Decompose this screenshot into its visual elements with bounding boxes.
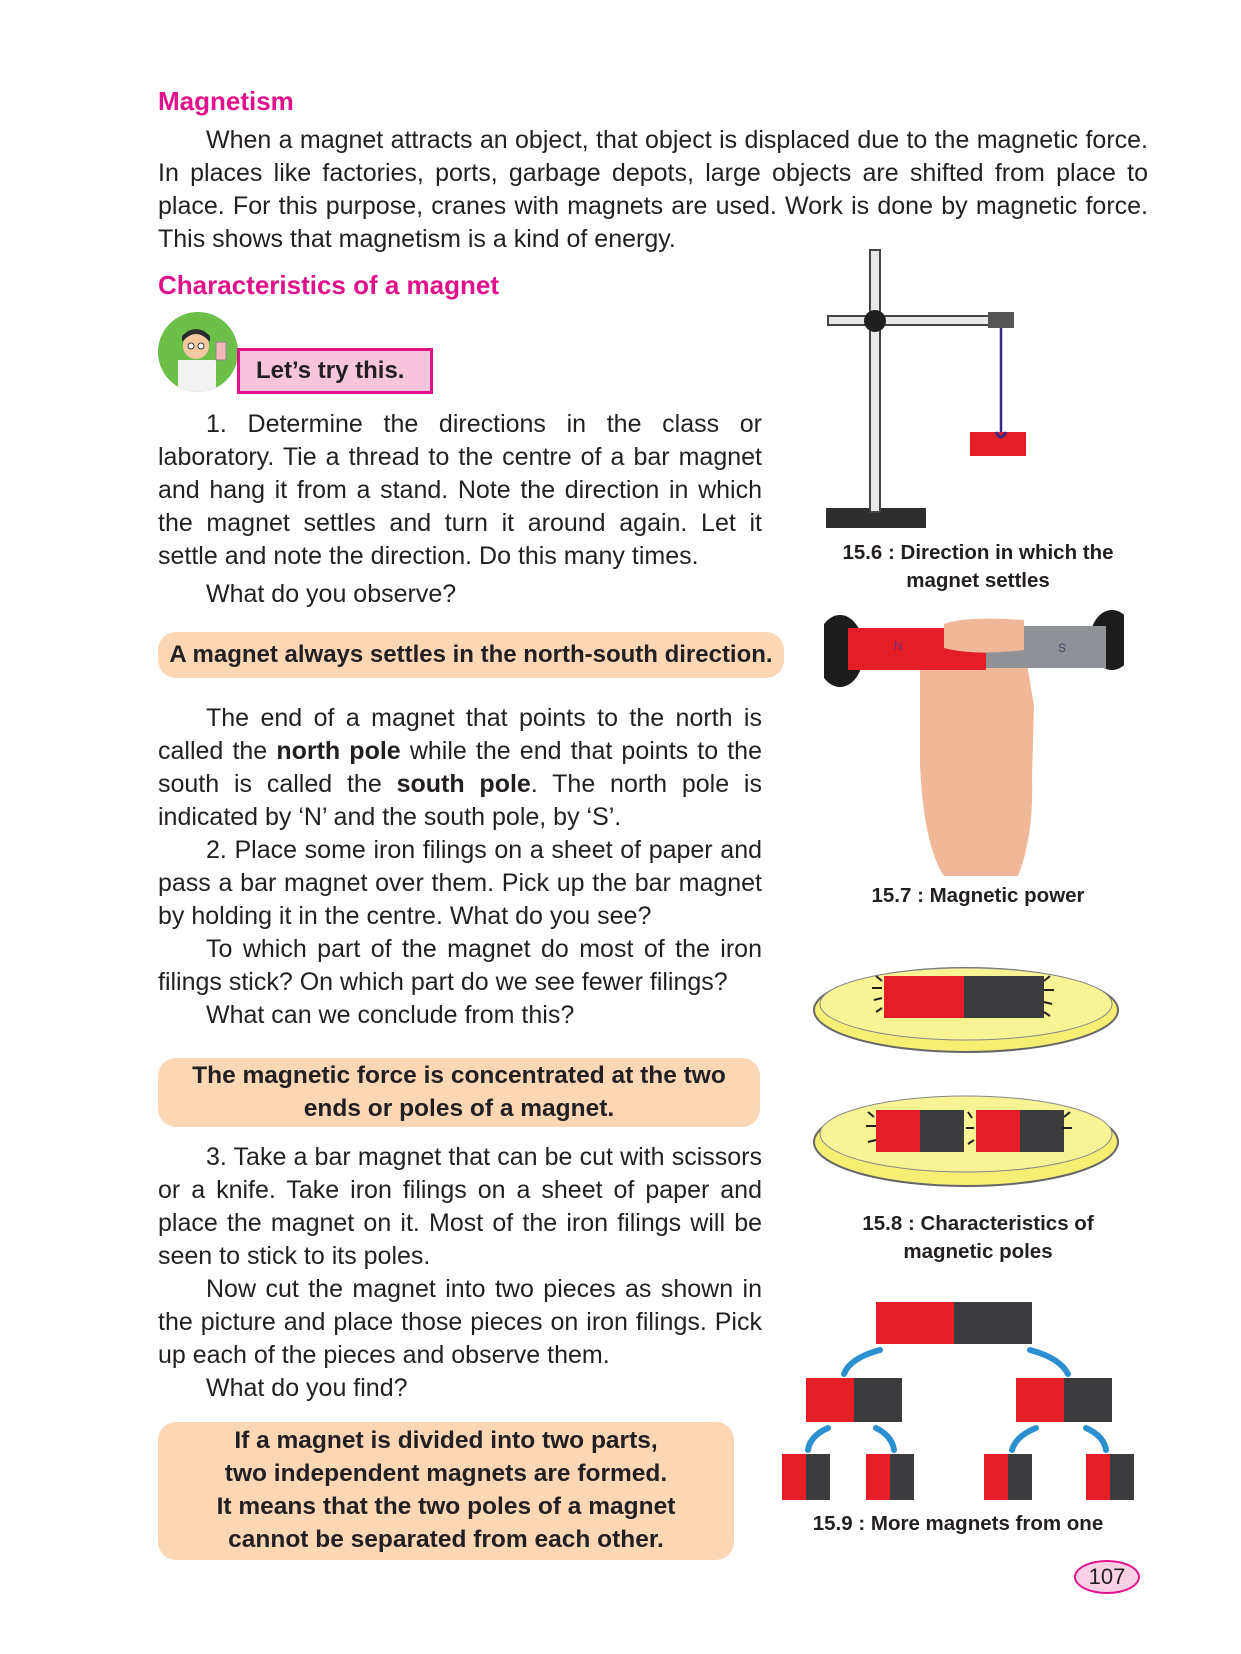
- north-pole-term: north pole: [276, 737, 401, 765]
- poles-paragraph: The end of a magnet that points to the n…: [158, 702, 762, 834]
- scientist-icon: [158, 312, 238, 392]
- magnet-n-label: N: [894, 639, 903, 653]
- fig-15-9-caption: 15.9 : More magnets from one: [812, 1512, 1104, 1535]
- magnet-division-figure: [782, 1302, 1134, 1500]
- box2-line2: ends or poles of a magnet.: [303, 1095, 615, 1122]
- page-number: 107: [1074, 1560, 1140, 1594]
- dishes-figure: [813, 967, 1119, 1187]
- poles-text-c: . The north pole is indicated by ‘N’ and…: [158, 770, 762, 831]
- conclusion-box-2: The magnetic force is concentrated at th…: [158, 1058, 760, 1127]
- step2b-text: To which part of the magnet do most of t…: [158, 935, 762, 996]
- poles-text-a: The end of a magnet that points to the n…: [158, 704, 762, 765]
- fig-15-8-line1: 15.8 : Characteristics of: [862, 1212, 1094, 1235]
- fig-15-6-line1: 15.6 : Direction in which the: [842, 541, 1114, 564]
- magnetism-heading: Magnetism: [158, 86, 294, 116]
- box2-line1: The magnetic force is concentrated at th…: [192, 1062, 726, 1089]
- hand-magnet-figure: N S: [824, 610, 1124, 876]
- fig-15-8-caption: 15.8 : Characteristics of magnetic poles: [820, 1210, 1136, 1266]
- step3-text: 3. Take a bar magnet that can be cut wit…: [158, 1143, 762, 1270]
- box3-line1: If a magnet is divided into two parts,: [234, 1427, 658, 1454]
- characteristics-heading: Characteristics of a magnet: [158, 270, 500, 300]
- magnet-s-label: S: [1058, 641, 1066, 655]
- observe-question: What do you observe?: [206, 580, 457, 608]
- conclusion-box-1: A magnet always settles in the north-sou…: [158, 632, 784, 678]
- fig-15-6-caption: 15.6 : Direction in which the magnet set…: [820, 539, 1136, 595]
- stand-magnet-figure: [826, 249, 1026, 528]
- fig-15-6-line2: magnet settles: [906, 569, 1050, 592]
- step2-text: 2. Place some iron filings on a sheet of…: [158, 836, 762, 930]
- conclude-question: What can we conclude from this?: [206, 1001, 575, 1029]
- magnetism-paragraph: When a magnet attracts an object, that o…: [158, 126, 1148, 253]
- find-question: What do you find?: [206, 1374, 408, 1402]
- south-pole-term: south pole: [396, 770, 531, 798]
- poles-text-b: while the end that points to the south i…: [158, 737, 762, 798]
- step1-text: 1. Determine the directions in the class…: [158, 410, 762, 570]
- box3-line2: two independent magnets are formed.: [224, 1460, 668, 1487]
- box3-line4: cannot be separated from each other.: [228, 1526, 664, 1553]
- fig-15-8-line2: magnetic poles: [903, 1240, 1053, 1263]
- box3-line3: It means that the two poles of a magnet: [216, 1493, 676, 1520]
- step3b-text: Now cut the magnet into two pieces as sh…: [158, 1275, 762, 1369]
- fig-15-7-caption: 15.7 : Magnetic power: [871, 884, 1085, 907]
- conclusion-box-3: If a magnet is divided into two parts, t…: [158, 1422, 734, 1560]
- scientist-avatar: [158, 312, 238, 392]
- lets-try-label: Let’s try this.: [237, 348, 433, 394]
